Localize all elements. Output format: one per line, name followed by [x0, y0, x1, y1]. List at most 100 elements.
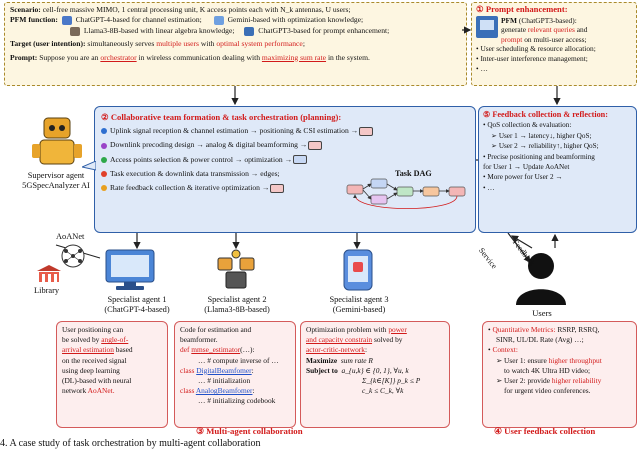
box4-line-4-red: higher throughput: [548, 355, 602, 365]
agent-d-text: ChatGPT3-based for prompt enhancement;: [258, 25, 390, 35]
phone-icon: [338, 248, 378, 292]
box3-objective: sum rate R: [340, 355, 373, 365]
agent3-base: (Gemini-based): [332, 305, 386, 314]
bullet-dot: [101, 128, 107, 135]
prompt-row: Prompt: Suppose you are an orchestrator …: [10, 53, 461, 63]
box2-line-3: … # compute inverse of …: [198, 355, 279, 365]
neural-network-icon: [58, 244, 88, 268]
pfm-rest: (ChatGPT3-based):: [518, 15, 577, 25]
target-end: ;: [302, 39, 305, 49]
line2-pre: generate: [501, 25, 527, 35]
box4-line-2: SINR, UL/DL Rate (Avg) …;: [496, 335, 584, 345]
library-icon: [36, 264, 62, 284]
supervisor-caption: Supervisor agent 5GSpecAnalyzer AI: [2, 171, 110, 191]
feedback-line-5: • More power for User 2 →: [483, 173, 563, 182]
figure-caption: 4. A case study of task orchestration by…: [0, 438, 261, 449]
supervisor-line-2: 5GSpecAnalyzer AI: [22, 181, 90, 190]
box4-line-4: User 1: ensure: [504, 355, 547, 365]
box2-line-6-end: :: [252, 386, 255, 396]
feedback-reflection-box: ⑤ Feedback collection & reflection: • Qo…: [478, 106, 637, 233]
feedback-line-0: • QoS collection & evaluation:: [483, 121, 572, 130]
agent3-caption: Specialist agent 3 (Gemini-based): [294, 295, 424, 315]
box3-line-3-red: actor-critic-network: [306, 345, 365, 355]
scenario-box: Scenario: cell-free massive MIMO, 1 cent…: [4, 2, 467, 86]
box2-line-4-end: :: [251, 365, 254, 375]
task-chip: [293, 155, 308, 165]
box1-line-3: based: [115, 345, 133, 355]
collab-item-0: Uplink signal reception & channel estima…: [101, 124, 469, 138]
prompt-pre: Suppose you are an: [39, 52, 99, 62]
box3-line-3-end: :: [364, 345, 368, 355]
prompt-item-2-text: Inter-user interference management;: [480, 53, 588, 63]
feedback-line-3: • Precise positioning and beamforming: [483, 152, 595, 161]
box1-line-1: User positioning can: [62, 325, 124, 334]
scenario-text: cell-free massive MIMO, 1 central proces…: [42, 5, 351, 14]
agent2-caption: Specialist agent 2 (Llama3-8B-based): [172, 295, 302, 315]
agent1-detail-box: User positioning can be solved by angle-…: [56, 321, 168, 428]
collab-planning-box: ② Collaborative team formation & task or…: [94, 106, 476, 233]
box4-line-6-red: higher reliability: [551, 376, 602, 386]
line3-end: on multi-user access;: [524, 34, 587, 44]
llama-icon: [70, 26, 80, 36]
pfm-row-2: Llama3-8B-based with linear algebra know…: [10, 26, 461, 36]
prompt-label: Prompt:: [10, 52, 38, 62]
box4-line-7: for urgent video conferences.: [504, 386, 591, 396]
supervisor-line-1: Supervisor agent: [27, 171, 85, 180]
user-icon: [512, 250, 570, 306]
speech-pointer: [80, 158, 97, 171]
task-dag-label: Task DAG: [395, 169, 432, 178]
prompt-red-1: orchestrator: [100, 52, 137, 62]
box1-line-6: (DL)-based with neural: [62, 376, 132, 386]
user-feedback-box: • Quantitative Metrics: RSRP, RSRQ, SINR…: [482, 321, 637, 428]
agent-b-text: Gemini-based with optimization knowledge…: [227, 15, 364, 25]
box2-keyword: def: [180, 345, 190, 355]
prompt-red-2: maximizing sum rate: [261, 52, 327, 62]
target-row: Target (user intention): simultaneously …: [10, 39, 461, 49]
collab-item-1: Downlink precoding design → analog & dig…: [101, 138, 469, 152]
box2-line-7: … # initializing codebook: [198, 396, 276, 406]
box3-maximize: Maximize: [306, 355, 338, 365]
collab-item-4-text: Rate feedback collection & iterative opt…: [110, 183, 270, 193]
feedback-line-2: ➢ User 2 → reliability↑, higher QoS;: [491, 142, 599, 151]
target-red-2: optimal system performance: [216, 39, 303, 49]
target-pre: simultaneously serves: [87, 39, 155, 49]
box2-class-1: DigitalBeamfomer: [196, 365, 252, 375]
box3-line-2-red: and capacity constrain: [306, 335, 373, 345]
prompt-item-3-text: …: [480, 63, 488, 73]
target-mid: with: [200, 39, 215, 49]
prompt-item-3: • …: [476, 63, 488, 73]
task-chip: [308, 141, 323, 151]
box1-line-4: on the received signal: [62, 355, 127, 365]
box3-line-1: Optimization problem with: [306, 325, 387, 334]
box1-line-3-red: arrival estimation: [62, 345, 114, 355]
target-label: Target (user intention):: [10, 39, 86, 49]
bullet-dot: [101, 171, 107, 178]
box2-function: mmse_estimator: [191, 345, 241, 355]
prompt-mid: in wireless communication dealing with: [138, 52, 261, 62]
agent3-name: Specialist agent 3: [329, 295, 389, 304]
line2-red: relevant queries: [527, 25, 575, 35]
agent1-name: Specialist agent 1: [107, 295, 167, 304]
agent2-base: (Llama3-8B-based): [204, 305, 270, 314]
agent-a-text: ChatGPT-4-based for channel estimation;: [75, 15, 202, 25]
agent2-code-box: Code for estimation and beamformer. def …: [174, 321, 296, 428]
agent3-optimization-box: Optimization problem with power and capa…: [300, 321, 450, 428]
scenario-label: Scenario:: [10, 5, 41, 14]
task-dag-graph: [346, 178, 466, 210]
agent1-caption: Specialist agent 1 (ChatGPT-4-based): [72, 295, 202, 315]
agent2-name: Specialist agent 2: [207, 295, 267, 304]
chatgpt-icon: [244, 26, 255, 36]
feedback-line-4: for User 1 → Update AoANet: [483, 163, 570, 172]
box3-subject-to: Subject to: [306, 365, 338, 375]
box2-keyword: class: [180, 386, 195, 396]
prompt-enhancement-box: ① Prompt enhancement: PFM (ChatGPT3-base…: [471, 2, 637, 86]
agent-c-text: Llama3-8B-based with linear algebra know…: [83, 25, 235, 35]
box4-line-1: RSRP, RSRQ,: [557, 325, 600, 334]
pfm-bold: PFM: [501, 15, 518, 25]
team-robots-icon: [208, 248, 264, 294]
box3-constraint-2: Σ_{k∈[K]} p_k ≤ P: [362, 376, 421, 386]
box3-constraint-1: a_{u,k} ∈ {0, 1}, ∀u, k: [341, 365, 409, 375]
box3-line-1-red: power: [388, 325, 407, 334]
box1-line-5: using deep learning: [62, 365, 120, 375]
